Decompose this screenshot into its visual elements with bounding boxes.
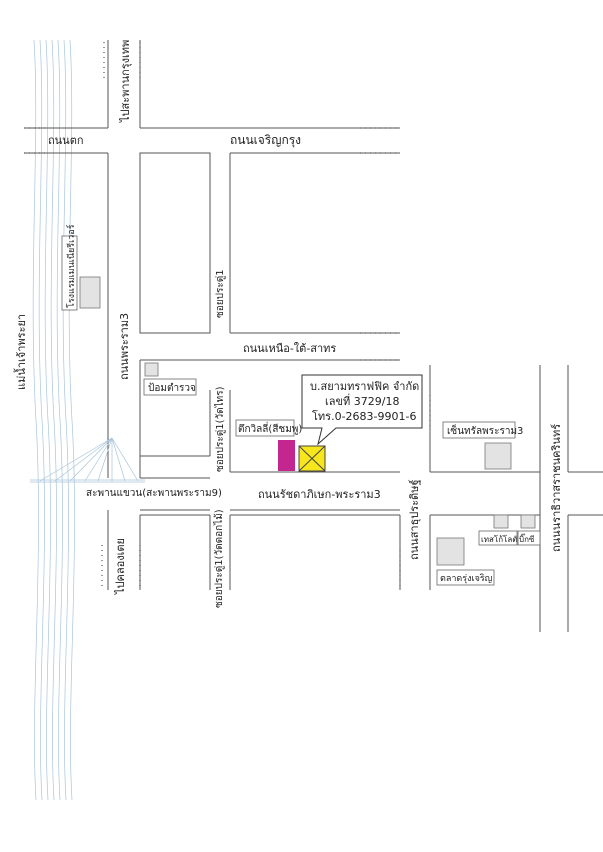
road-nuea-tai-sathon: ถนนเหนือ-ใต้-สาทร	[243, 342, 336, 355]
road-narathiwat: ถนนนราธิวาสราชนครินทร์	[550, 424, 563, 552]
road-sling-bridge: สะพานแขวน(สะพานพระราม9)	[86, 488, 222, 499]
central-rama3-building	[484, 442, 512, 470]
river-label: แม่น้ำเจ้าพระยา	[13, 314, 28, 390]
company-name: บ.สยามทราฟฟิค จำกัด	[310, 380, 419, 393]
road-rama3-vertical: ถนนพระราม3	[118, 313, 131, 380]
river-waves	[32, 39, 75, 801]
road-ratchadaphisek-rama3: ถนนรัชดาภิเษก-พระราม3	[258, 488, 381, 501]
tesco-lotus-label: เทสโก้โลตัส	[481, 534, 522, 544]
road-soi-pradu1-wat-sai: ซอยประดู่1(วัดไทร)	[214, 386, 226, 472]
hotel-building	[79, 276, 101, 309]
big-c-building	[520, 514, 536, 529]
hotel-label: โรงแรมเมนเนียรีเวอร์	[65, 224, 77, 308]
big-c-label: บิ๊กซี	[519, 533, 535, 544]
company-number: เลขที่ 3729/18	[325, 393, 399, 408]
road-klong-toei: ไปคลองเตย	[114, 538, 127, 595]
tesco-lotus-building	[493, 514, 509, 529]
company-callout	[301, 374, 423, 446]
charoen-market-label: ตลาดรุ่งเจริญ	[440, 573, 493, 584]
tv-building-label: ตึกวิลลี่(สีชมพู)	[238, 421, 302, 435]
pink-building	[278, 440, 295, 471]
road-charoenkrung: ถนนเจริญกรุง	[230, 133, 301, 148]
sling-bridge	[30, 437, 145, 483]
central-rama3-label: เซ็นทรัลพระราม3	[447, 423, 523, 437]
road-sathupradit: ถนนสาธุประดิษฐ์	[408, 479, 421, 560]
road-soi-pradu1-wat-dok-mai: ซอยประดู่1(วัดดอกไม้)	[213, 509, 225, 608]
police-box	[144, 362, 159, 377]
company-phone: โทร.0-2683-9901-6	[312, 409, 416, 423]
road-bridge-top: ไปสะพานกรุงเทพ	[119, 40, 132, 123]
charoen-market-building	[436, 537, 465, 566]
road-soi-pradu1: ซอยประดู่1	[215, 269, 226, 318]
road-tok: ถนนตก	[48, 134, 84, 147]
police-box-label: ป้อมตำรวจ	[148, 382, 196, 394]
